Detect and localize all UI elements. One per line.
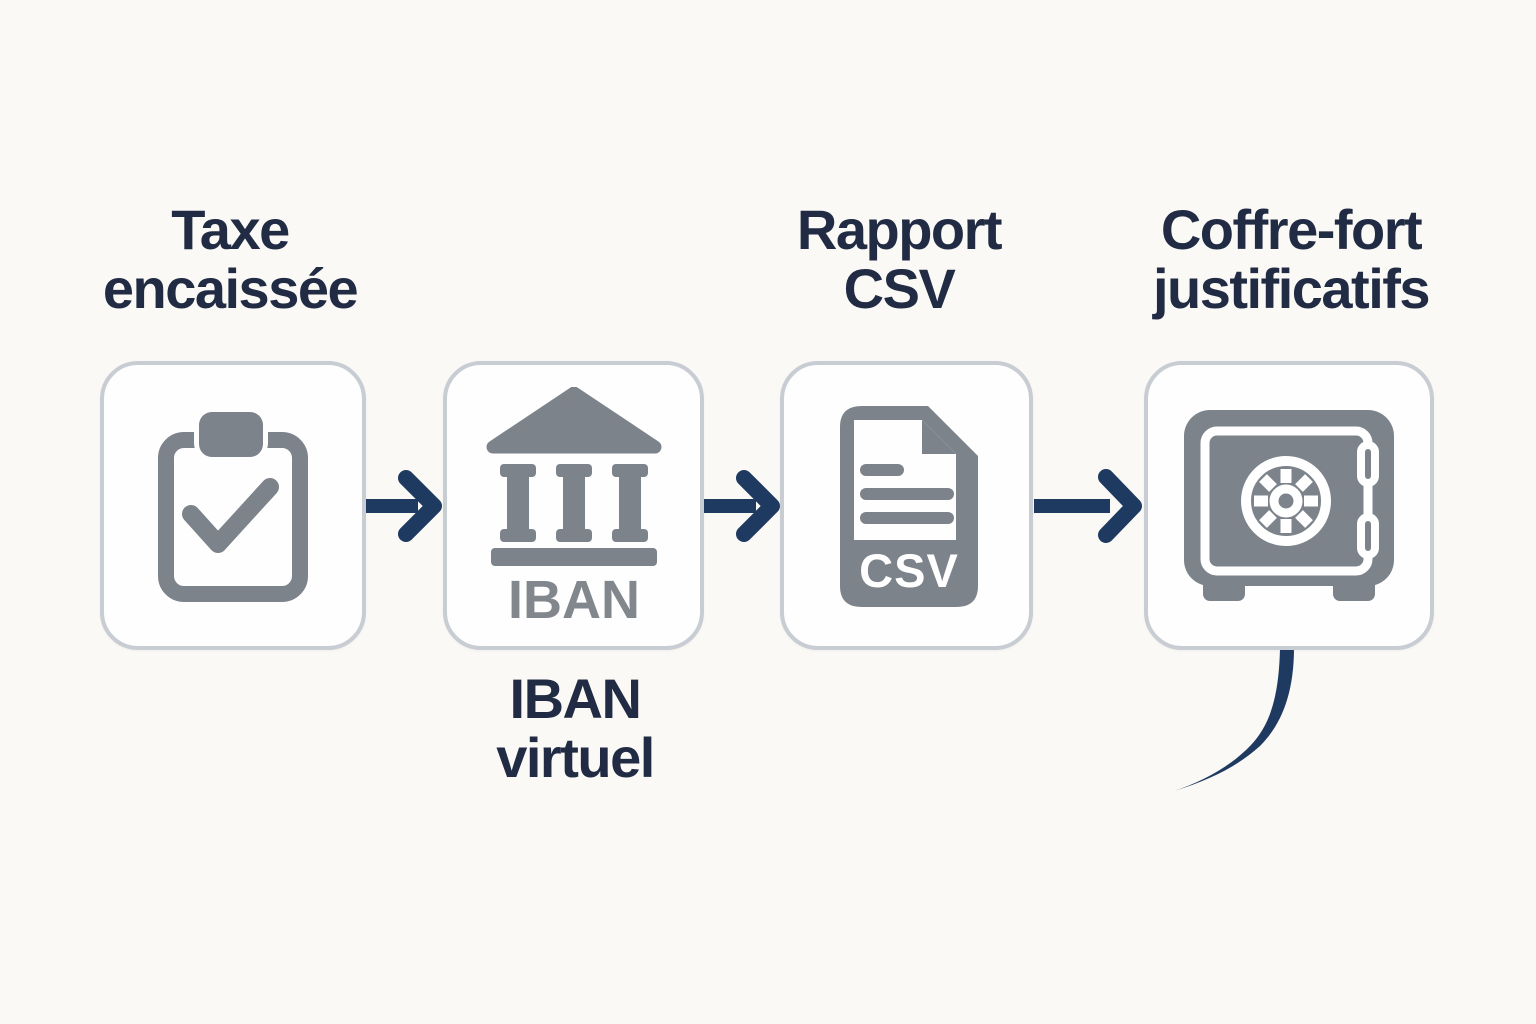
arrow-right-icon bbox=[1034, 469, 1142, 543]
label-line: IBAN bbox=[509, 667, 642, 730]
arrow-right-icon bbox=[704, 470, 780, 542]
label-line: justificatifs bbox=[1152, 257, 1431, 320]
label-line: Rapport bbox=[796, 198, 1003, 261]
step-label-iban-virtuel: IBAN virtuel bbox=[375, 669, 775, 787]
step-card-taxe-encaissee bbox=[100, 361, 366, 650]
step-card-coffre-fort bbox=[1144, 361, 1434, 650]
csv-badge-caption: CSV bbox=[859, 544, 959, 597]
arrow-right-icon bbox=[366, 470, 442, 542]
step-card-rapport-csv: CSV bbox=[780, 361, 1033, 650]
label-line: encaissée bbox=[102, 257, 359, 320]
step-card-iban-virtuel: IBAN bbox=[443, 361, 704, 650]
bank-icon: IBAN bbox=[486, 386, 661, 625]
csv-file-icon: CSV bbox=[839, 405, 978, 607]
step-label-coffre-fort: Coffre-fort justificatifs bbox=[1091, 200, 1491, 318]
label-line: Taxe bbox=[171, 198, 290, 261]
arrow-connector-2 bbox=[704, 468, 782, 544]
label-line: Coffre-fort bbox=[1160, 198, 1423, 261]
clipboard-check-icon bbox=[158, 409, 308, 602]
label-line: CSV bbox=[843, 257, 956, 320]
step-label-rapport-csv: Rapport CSV bbox=[699, 200, 1099, 318]
curve-down-left-connector bbox=[1150, 648, 1310, 798]
curve-down-left-icon bbox=[1174, 648, 1294, 791]
label-line: virtuel bbox=[496, 726, 655, 789]
step-label-taxe-encaissee: Taxe encaissée bbox=[30, 200, 430, 318]
arrow-connector-3 bbox=[1034, 468, 1144, 544]
safe-icon bbox=[1184, 409, 1394, 601]
arrow-connector-1 bbox=[366, 468, 444, 544]
bank-iban-caption: IBAN bbox=[508, 570, 640, 625]
